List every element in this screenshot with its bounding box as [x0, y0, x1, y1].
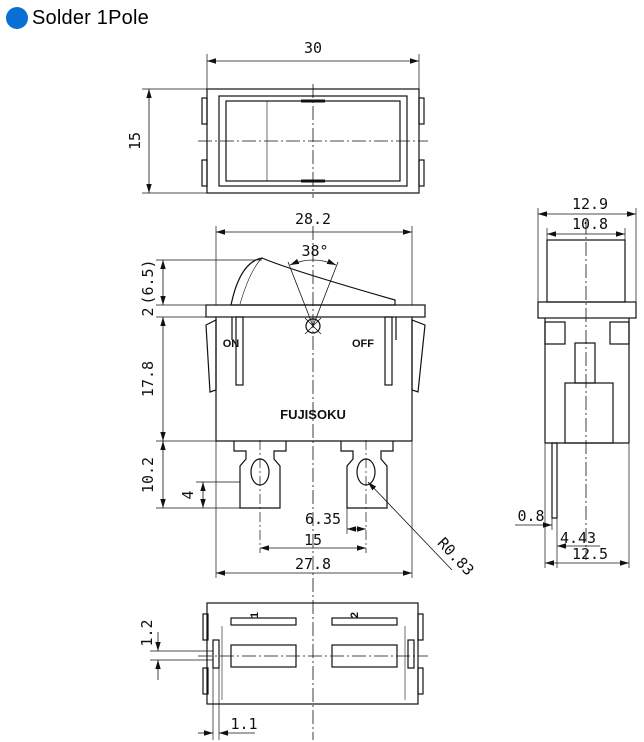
terminal-2-label: 2 — [349, 612, 361, 618]
front-view — [156, 226, 453, 740]
dim-body-width: 28.2 — [295, 210, 331, 228]
bottom-view-outline — [206, 602, 419, 705]
dim-terminal-pitch: 15 — [304, 531, 322, 549]
dim-body-depth: 12.5 — [572, 545, 608, 563]
rocker-actuator — [230, 257, 396, 306]
top-view-clip — [201, 159, 208, 187]
dim-actuator-width: 10.8 — [572, 215, 608, 233]
brand-label: FUJISOKU — [280, 407, 346, 422]
side-flange — [537, 301, 637, 319]
dim-clip: 1.2 — [138, 619, 156, 646]
bottom-view — [150, 602, 428, 740]
off-label: OFF — [352, 338, 374, 350]
dim-radius: R0.83 — [434, 534, 478, 579]
right-latch — [411, 319, 426, 393]
page-header: Solder 1Pole — [6, 4, 149, 32]
dim-body-height: 17.8 — [139, 361, 157, 397]
dim-hole: 4 — [179, 490, 197, 499]
left-latch — [205, 319, 217, 393]
dim-edge: 1.1 — [230, 715, 257, 733]
dim-terminal-offset: 4.43 — [560, 529, 596, 547]
top-view-clip — [201, 97, 208, 125]
side-view — [515, 208, 637, 568]
dim-terminal-thickness: 0.8 — [517, 507, 544, 525]
dim-top-width: 30 — [304, 39, 322, 57]
top-view-clip — [418, 97, 425, 125]
page-title: Solder 1Pole — [32, 6, 149, 29]
top-view — [142, 54, 428, 198]
dim-hole-offset: 6.35 — [305, 510, 341, 528]
circle-bullet-icon — [6, 7, 28, 29]
switch-flange — [205, 304, 426, 318]
dim-angle: 38° — [301, 242, 328, 260]
top-view-clip — [418, 159, 425, 187]
dim-terminal-height: 10.2 — [139, 457, 157, 493]
on-label: ON — [223, 338, 240, 350]
dim-flange-width: 12.9 — [572, 195, 608, 213]
dim-top-height: 15 — [126, 132, 144, 150]
right-terminal — [340, 441, 394, 509]
dim-flange: 2 — [139, 307, 157, 316]
dim-actuator-height: (6.5) — [139, 259, 157, 304]
terminal-1-label: 1 — [249, 612, 261, 618]
dim-base-width: 27.8 — [295, 555, 331, 573]
